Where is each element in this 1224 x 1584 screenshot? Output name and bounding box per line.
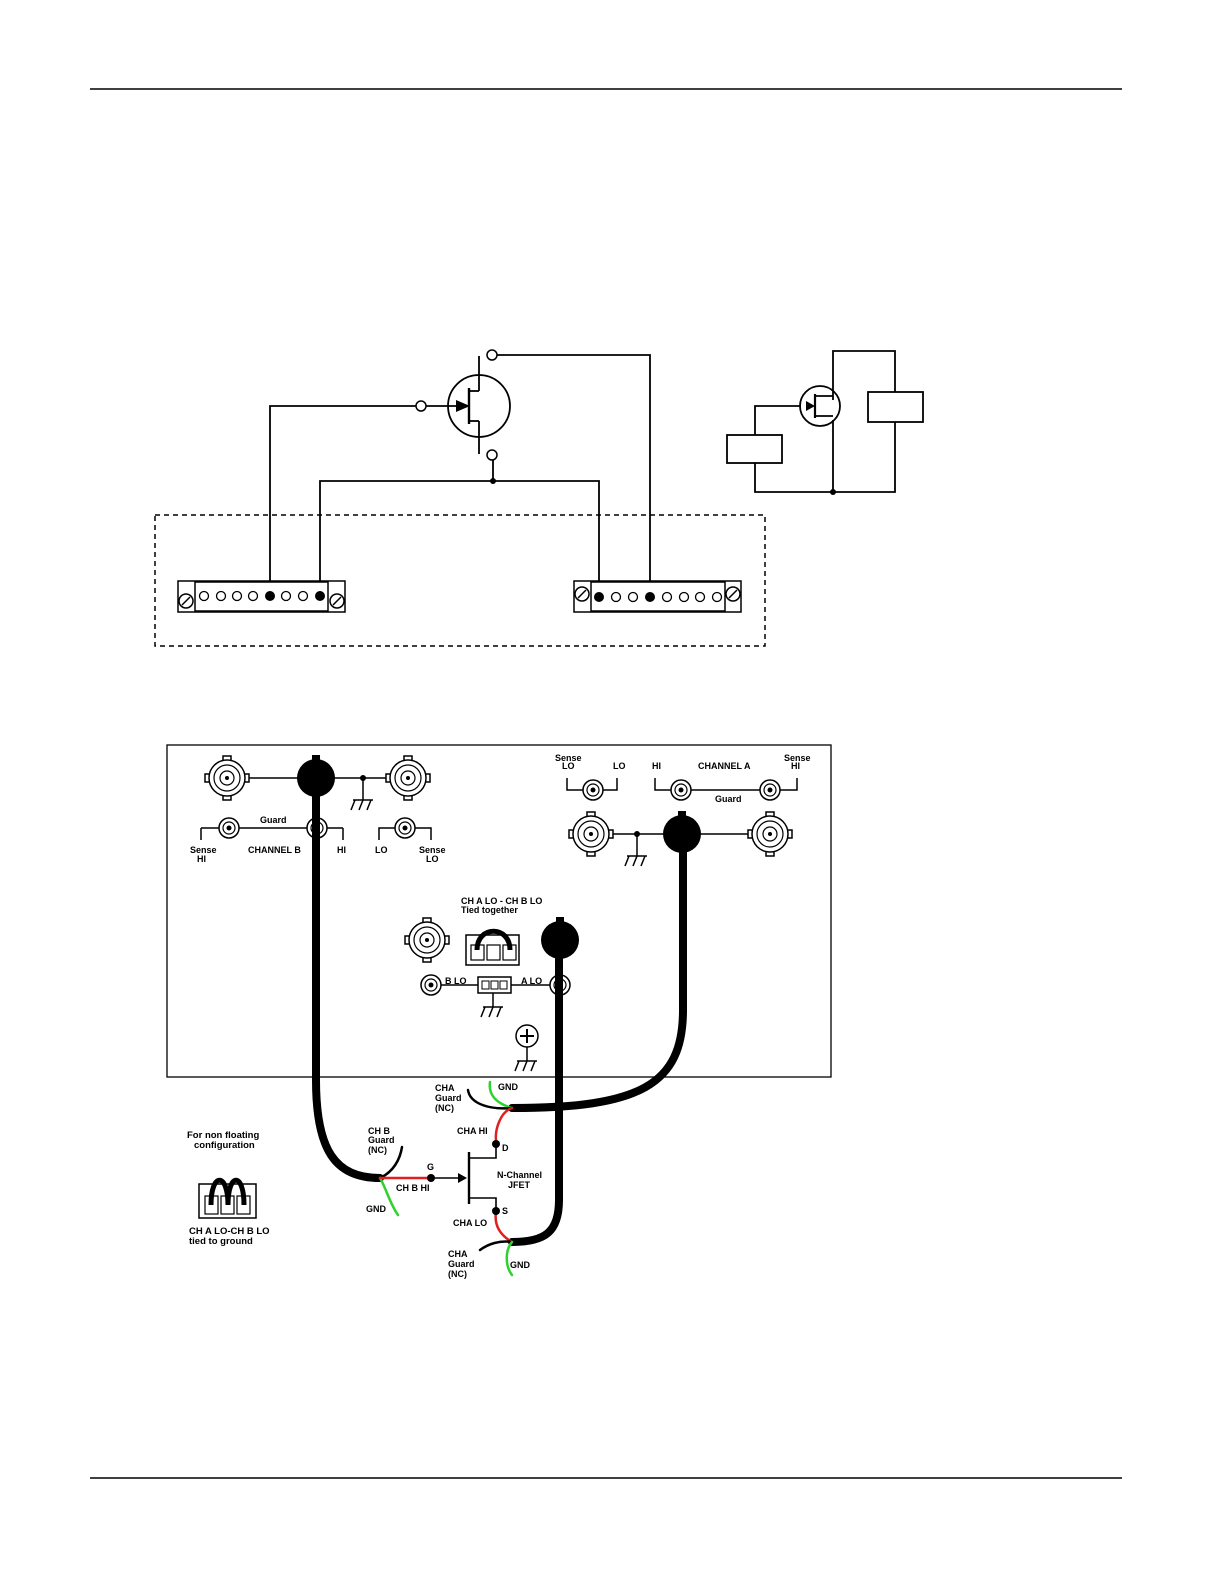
label-chb-guard-2: Guard (368, 1135, 395, 1145)
label-cha-guard: Guard (715, 794, 742, 804)
label-jfet-1: N-Channel (497, 1170, 542, 1180)
source-box-left (727, 435, 782, 463)
label-chb-sense-hi-2: HI (197, 854, 206, 864)
label-cha-guard-top-3: (NC) (435, 1103, 454, 1113)
label-chb-sense-lo-2: LO (426, 854, 439, 864)
label-cha-guard-top-2: Guard (435, 1093, 462, 1103)
inset-caption-2: tied to ground (189, 1236, 253, 1247)
inset-title-2: configuration (194, 1140, 255, 1151)
label-cha-sense-hi-2: HI (791, 761, 800, 771)
source-box-right (868, 392, 923, 422)
terminal-block-right (574, 581, 741, 612)
label-gate: G (427, 1162, 434, 1172)
terminal-block-left (178, 581, 345, 612)
label-cha-sense-lo-2: LO (562, 761, 575, 771)
label-chb-title: CHANNEL B (248, 845, 301, 855)
label-chb-hi: CH B HI (396, 1183, 430, 1193)
label-drain: D (502, 1143, 509, 1153)
label-source: S (502, 1206, 508, 1216)
label-cha-lo: LO (613, 761, 626, 771)
label-cha-guard-top-1: CHA (435, 1083, 455, 1093)
label-chb-hi: HI (337, 845, 346, 855)
label-cha-guard-bot-1: CHA (448, 1249, 468, 1259)
label-cha-hi: CHA HI (457, 1126, 488, 1136)
label-b-lo: B LO (445, 976, 467, 986)
label-a-lo: A LO (521, 976, 542, 986)
label-gnd-left: GND (366, 1204, 387, 1214)
label-chb-guard: Guard (260, 815, 287, 825)
label-cha-lo: CHA LO (453, 1218, 487, 1228)
label-gnd-top: GND (498, 1082, 519, 1092)
label-tie-2: Tied together (461, 905, 518, 915)
label-cha-guard-bot-2: Guard (448, 1259, 475, 1269)
inset-connector (199, 1180, 256, 1218)
label-cha-hi: HI (652, 761, 661, 771)
label-cha-guard-bot-3: (NC) (448, 1269, 467, 1279)
label-cha-title: CHANNEL A (698, 761, 751, 771)
label-chb-lo: LO (375, 845, 388, 855)
label-jfet-2: JFET (508, 1180, 531, 1190)
label-gnd-bot: GND (510, 1260, 531, 1270)
label-chb-guard-3: (NC) (368, 1145, 387, 1155)
